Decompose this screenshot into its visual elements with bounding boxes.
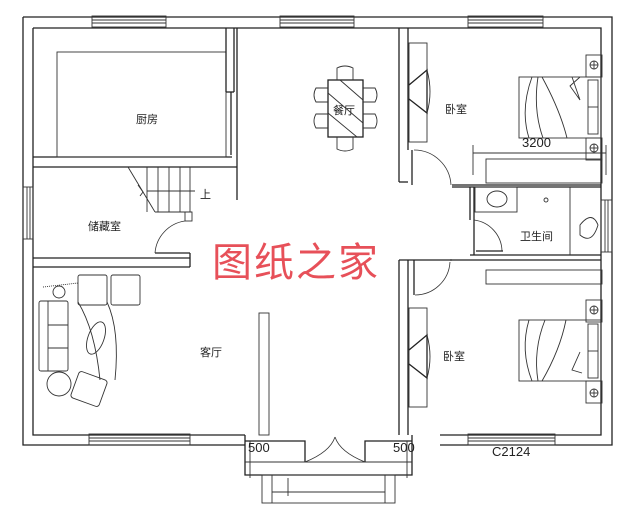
dimension-porch-left: 500 [248,440,270,455]
room-label-bedroom-south: 卧室 [443,350,465,363]
stairs [127,166,195,222]
room-label-dining: 餐厅 [333,104,355,117]
living-furniture [38,274,141,407]
bathroom [450,186,601,261]
kitchen-walls [33,28,237,168]
room-label-kitchen: 厨房 [136,113,158,126]
bedroom-south-walls [398,259,603,435]
watermark-text: 图纸之家 [212,240,380,286]
storage-walls [33,28,238,268]
room-label-living: 客厅 [200,346,222,359]
entry-walls [244,312,413,504]
room-label-bathroom: 卫生间 [520,230,553,243]
windows [22,15,613,446]
room-label-bedroom-north: 卧室 [445,103,467,116]
window-code: C2124 [492,444,531,459]
bed-north [518,54,603,161]
bedroom-north-walls [398,28,607,188]
dimension-porch-right: 500 [393,440,415,455]
bed-south [518,299,603,404]
dining-table [313,65,378,152]
dimension-bedroom-width: 3200 [522,135,551,150]
room-label-storage: 储藏室 [88,220,121,233]
stair-up-label: 上 [200,188,211,201]
